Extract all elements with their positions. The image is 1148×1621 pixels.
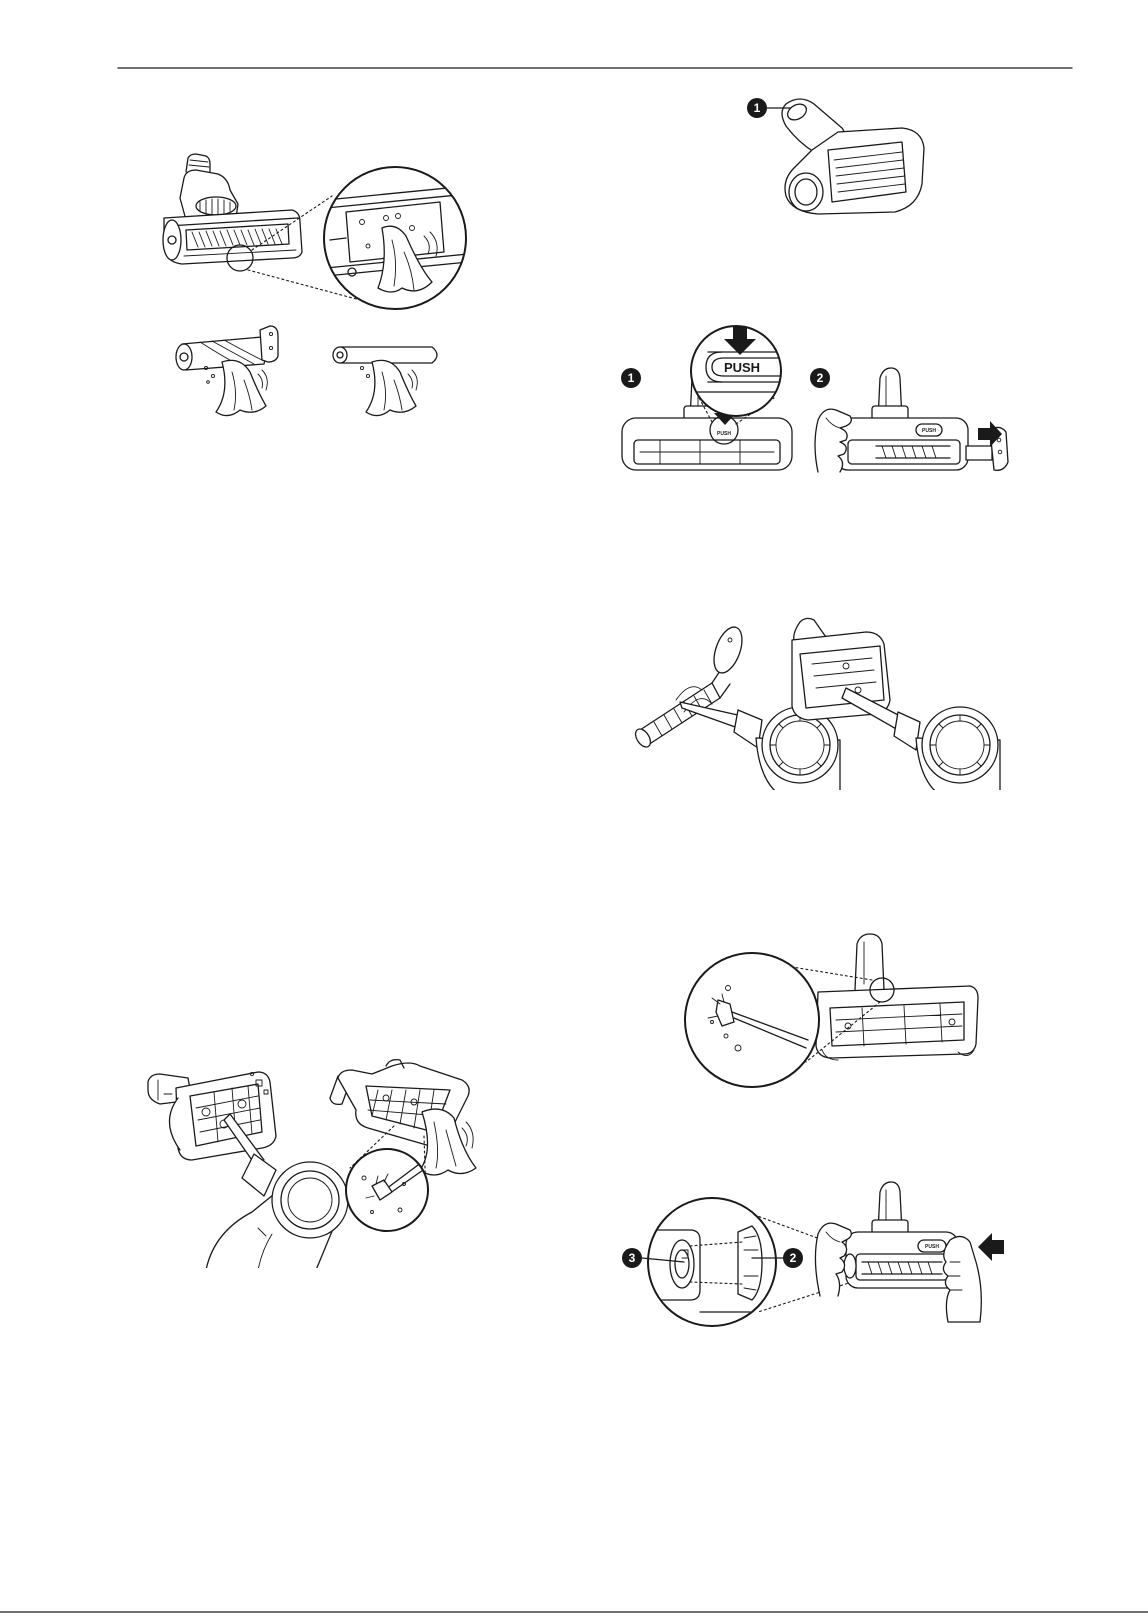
- reassembly-push-button: PUSH: [925, 1244, 939, 1250]
- nozzle-bottom-view: [816, 934, 978, 1060]
- nozzle-front-view: PUSH: [815, 1182, 1004, 1322]
- brush-vacuum-cleaning-illustration: [633, 618, 1000, 800]
- callout-1: 1: [747, 98, 767, 118]
- callout-3-label: 3: [629, 1251, 636, 1265]
- brush-roller-wipe-illustration: [176, 326, 437, 416]
- nozzle-wipe-with-tweezers: [330, 1060, 476, 1231]
- step-1-push-button: PUSH: [717, 431, 731, 437]
- power-nozzle: [163, 154, 302, 271]
- arrow-left-icon: [978, 1233, 1004, 1261]
- zoom-detail-tweezers: [685, 953, 819, 1087]
- step-2-callout-label: 2: [817, 371, 824, 385]
- callout-1-label: 1: [754, 101, 761, 115]
- step-2-device: PUSH: [815, 368, 1008, 472]
- power-nozzle-wipe-illustration: [163, 154, 468, 309]
- vacuum-body: [272, 1162, 348, 1238]
- step-1-callout: 1: [621, 368, 641, 388]
- cloth: [366, 360, 416, 415]
- step-2-callout: 2: [810, 368, 830, 388]
- zoom-detail-wipe: [324, 167, 468, 309]
- cloth: [420, 1109, 476, 1175]
- hand: [943, 1236, 981, 1322]
- zoom-detail-alignment: [648, 1198, 776, 1326]
- zoom-detail-push-button: PUSH: [690, 326, 790, 416]
- zoom-push-label: PUSH: [724, 360, 760, 375]
- cloth: [216, 360, 266, 415]
- mini-turbo-tool-illustration: 1: [747, 98, 924, 214]
- brush-reassembly-illustration: 3 2 PUSH: [622, 1182, 1004, 1326]
- step-2-push-button: PUSH: [922, 428, 936, 434]
- nozzle-interior-cleaning-illustration: [148, 1060, 476, 1270]
- brush-removal-illustration: 1 PUSH PUSH: [621, 326, 1008, 472]
- extracted-brush-roller: [966, 446, 992, 460]
- callout-3: 3: [622, 1248, 642, 1268]
- step-1-callout-label: 1: [628, 371, 635, 385]
- nozzle-vacuum-clean: [148, 1072, 348, 1270]
- gear-tweezers-cleaning-illustration: [685, 934, 978, 1087]
- callout-2: 2: [783, 1248, 803, 1268]
- callout-2-label: 2: [790, 1251, 797, 1265]
